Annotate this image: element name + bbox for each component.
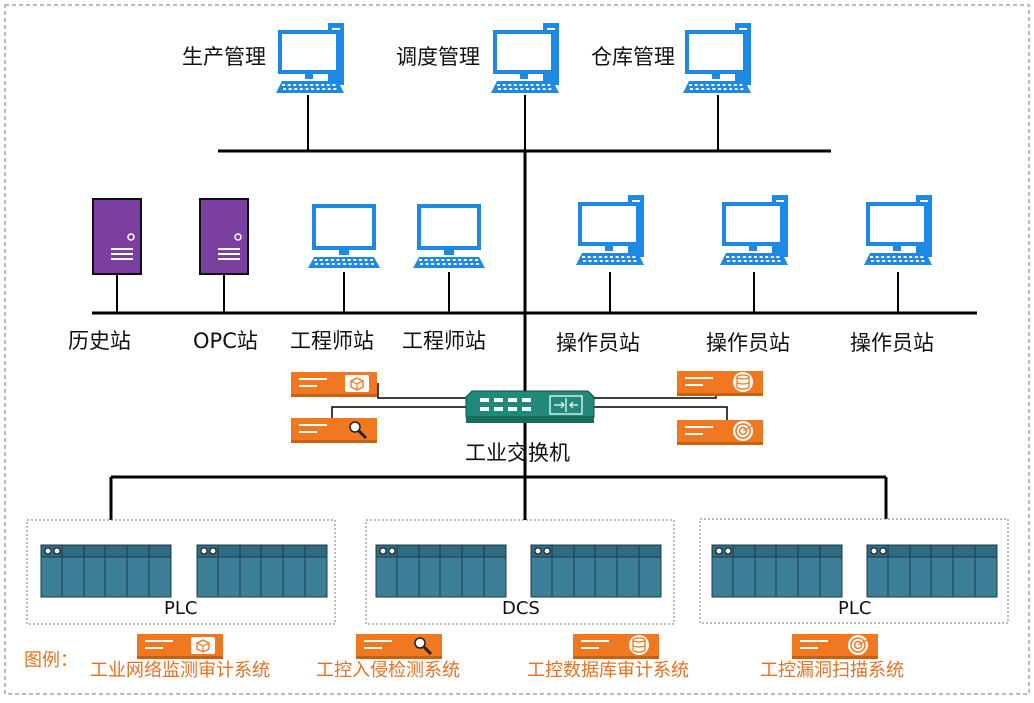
legend-label-db-audit: 工控数据库审计系统 (527, 660, 689, 681)
legend-label-vuln-scan: 工控漏洞扫描系统 (760, 660, 904, 681)
label-history-station: 历史站 (68, 329, 131, 353)
monitor-icon (308, 204, 380, 268)
legend-label-ids: 工控入侵检测系统 (316, 660, 460, 681)
label-opc-station: OPC站 (193, 329, 258, 353)
target-scan-icon (677, 420, 763, 445)
monitor-icon (413, 204, 485, 268)
desktop-computer-icon (683, 23, 751, 93)
controller-module (375, 544, 507, 598)
security-link-line (593, 406, 728, 420)
desktop-computer-icon (576, 195, 644, 265)
label-dispatch-mgmt: 调度管理 (396, 45, 480, 69)
legend-label-audit: 工业网络监测审计系统 (90, 660, 270, 681)
security-link-line (377, 383, 466, 399)
outer-frame (4, 4, 1030, 695)
controller-module (196, 544, 328, 598)
label-engineer-station-2: 工程师站 (402, 329, 486, 353)
legend-title: 图例： (24, 650, 78, 671)
desktop-computer-icon (720, 195, 788, 265)
label-plc-left: PLC (164, 598, 198, 619)
desktop-computer-icon (276, 23, 344, 93)
magnifier-icon (291, 418, 377, 443)
label-operator-station-2: 操作员站 (706, 331, 790, 355)
controller-module (530, 544, 662, 598)
server-tower-icon (92, 198, 142, 275)
desktop-computer-icon (864, 195, 932, 265)
legend-target-scan-icon (792, 634, 878, 659)
legend-database-icon (573, 634, 659, 659)
security-link-line (331, 406, 466, 418)
label-warehouse-mgmt: 仓库管理 (591, 45, 675, 69)
label-production-mgmt: 生产管理 (182, 45, 266, 69)
server-tower-icon (199, 198, 249, 275)
label-industrial-switch: 工业交换机 (465, 441, 570, 465)
label-plc-right: PLC (838, 598, 872, 619)
label-operator-station-3: 操作员站 (850, 331, 934, 355)
network-switch-icon (465, 390, 595, 423)
controller-module (40, 544, 172, 598)
legend-magnifier-icon (356, 634, 442, 659)
label-operator-station-1: 操作员站 (556, 331, 640, 355)
label-dcs: DCS (502, 598, 540, 619)
label-engineer-station-1: 工程师站 (290, 329, 374, 353)
desktop-computer-icon (491, 23, 559, 93)
database-icon (677, 371, 763, 396)
controller-module (711, 544, 843, 598)
legend-shield-box-icon (137, 634, 223, 659)
shield-box-icon (291, 372, 377, 397)
controller-module (866, 544, 998, 598)
